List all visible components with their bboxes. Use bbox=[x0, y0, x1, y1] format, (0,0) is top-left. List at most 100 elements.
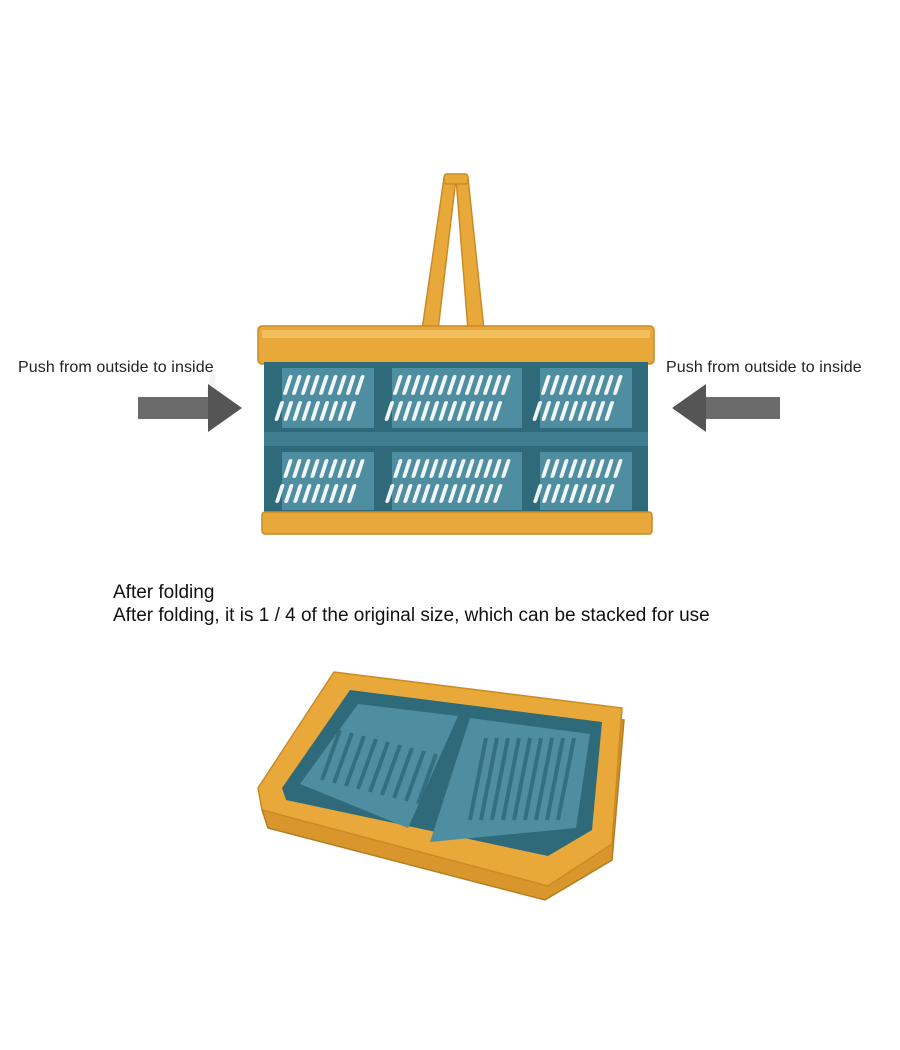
vent-slot bbox=[533, 484, 543, 503]
vent-slot bbox=[541, 375, 551, 395]
vent-slot bbox=[416, 753, 438, 805]
vent-slot bbox=[328, 401, 339, 421]
vent-slot bbox=[559, 459, 569, 478]
vent-slot bbox=[392, 747, 414, 799]
basket-bottom-rim bbox=[261, 511, 653, 535]
vent-slot bbox=[483, 459, 493, 478]
vent-slot bbox=[578, 484, 588, 503]
vent-slot bbox=[302, 484, 312, 503]
right-push-label: Push from outside to inside bbox=[666, 359, 862, 376]
vent-slot bbox=[356, 738, 378, 790]
vent-slot bbox=[559, 375, 569, 395]
left-arrow-icon bbox=[138, 384, 242, 432]
vent-slot bbox=[550, 459, 560, 478]
vent-slot bbox=[411, 401, 422, 421]
vent-slot bbox=[355, 459, 365, 478]
vent-slot bbox=[293, 484, 303, 503]
vent-slot bbox=[292, 375, 302, 395]
vent-slot bbox=[275, 484, 285, 503]
vent-slot bbox=[595, 375, 605, 395]
vent-slot bbox=[346, 375, 356, 395]
vent-slot bbox=[466, 484, 476, 503]
vent-slot bbox=[283, 401, 294, 421]
vent-slot bbox=[550, 401, 561, 421]
vent-slot bbox=[604, 375, 614, 395]
vent-slot bbox=[501, 375, 511, 395]
vent-slot bbox=[492, 401, 503, 421]
vent-slot bbox=[475, 484, 485, 503]
vent-slot bbox=[560, 484, 570, 503]
vent-slot bbox=[429, 459, 439, 478]
basket-handle bbox=[421, 173, 485, 331]
vent-slot bbox=[320, 729, 342, 781]
vent-slot bbox=[456, 375, 466, 395]
vent-slot bbox=[465, 375, 475, 395]
left-push-label: Push from outside to inside bbox=[18, 359, 214, 376]
vent-slot bbox=[586, 401, 597, 421]
vent-slot bbox=[328, 459, 338, 478]
right-arrow-icon bbox=[672, 384, 780, 432]
vent-slot bbox=[380, 744, 402, 796]
vent-slot bbox=[402, 459, 412, 478]
vent-slot bbox=[532, 401, 543, 421]
vent-slot bbox=[438, 459, 448, 478]
vent-slot bbox=[385, 484, 395, 503]
vent-slot bbox=[344, 735, 366, 787]
vent-slot bbox=[542, 484, 552, 503]
vent-slot bbox=[420, 401, 431, 421]
vent-slot bbox=[420, 459, 430, 478]
vent-slot bbox=[310, 459, 320, 478]
vent-slot bbox=[577, 401, 588, 421]
vent-slot bbox=[568, 459, 578, 478]
vent-slot bbox=[483, 375, 493, 395]
vent-slot bbox=[292, 459, 302, 478]
vent-slot bbox=[556, 737, 576, 821]
vent-slot bbox=[577, 375, 587, 395]
vent-slot bbox=[283, 375, 293, 395]
vent-slot bbox=[429, 375, 439, 395]
vent-slot bbox=[310, 401, 321, 421]
vent-slot bbox=[438, 375, 448, 395]
vent-slot bbox=[605, 484, 615, 503]
vent-slot bbox=[474, 401, 485, 421]
vent-slot bbox=[329, 484, 339, 503]
vent-slot bbox=[490, 737, 510, 821]
vent-slot bbox=[319, 375, 329, 395]
vent-slot bbox=[404, 750, 426, 802]
vent-slot bbox=[523, 737, 543, 821]
vent-slot bbox=[493, 484, 503, 503]
vent-slot bbox=[484, 484, 494, 503]
vent-slot bbox=[568, 401, 579, 421]
folded-basket-illustration bbox=[257, 671, 625, 901]
vent-slot bbox=[541, 459, 551, 478]
vent-slot bbox=[402, 401, 413, 421]
vent-slot bbox=[465, 459, 475, 478]
vent-slot bbox=[337, 401, 348, 421]
vent-slot bbox=[456, 401, 467, 421]
vent-slot bbox=[551, 484, 561, 503]
vent-slot bbox=[420, 375, 430, 395]
vent-slot bbox=[545, 737, 565, 821]
vent-slot bbox=[393, 459, 403, 478]
vent-slot bbox=[311, 484, 321, 503]
vent-slot bbox=[550, 375, 560, 395]
vent-slot bbox=[438, 401, 449, 421]
vent-slot bbox=[604, 459, 614, 478]
vent-slot bbox=[346, 401, 357, 421]
vent-slot bbox=[301, 401, 312, 421]
vent-slot bbox=[595, 401, 606, 421]
vent-slot bbox=[501, 459, 511, 478]
vent-slot bbox=[577, 459, 587, 478]
vent-slot bbox=[337, 459, 347, 478]
vent-slot bbox=[319, 401, 330, 421]
vent-slot bbox=[512, 737, 532, 821]
vent-slot bbox=[501, 737, 521, 821]
vent-slot bbox=[479, 737, 499, 821]
vent-slot bbox=[596, 484, 606, 503]
vent-slot bbox=[430, 484, 440, 503]
vent-slot bbox=[411, 459, 421, 478]
vent-slot bbox=[457, 484, 467, 503]
vent-slot bbox=[355, 375, 365, 395]
vent-slot bbox=[465, 401, 476, 421]
vent-slot bbox=[301, 375, 311, 395]
